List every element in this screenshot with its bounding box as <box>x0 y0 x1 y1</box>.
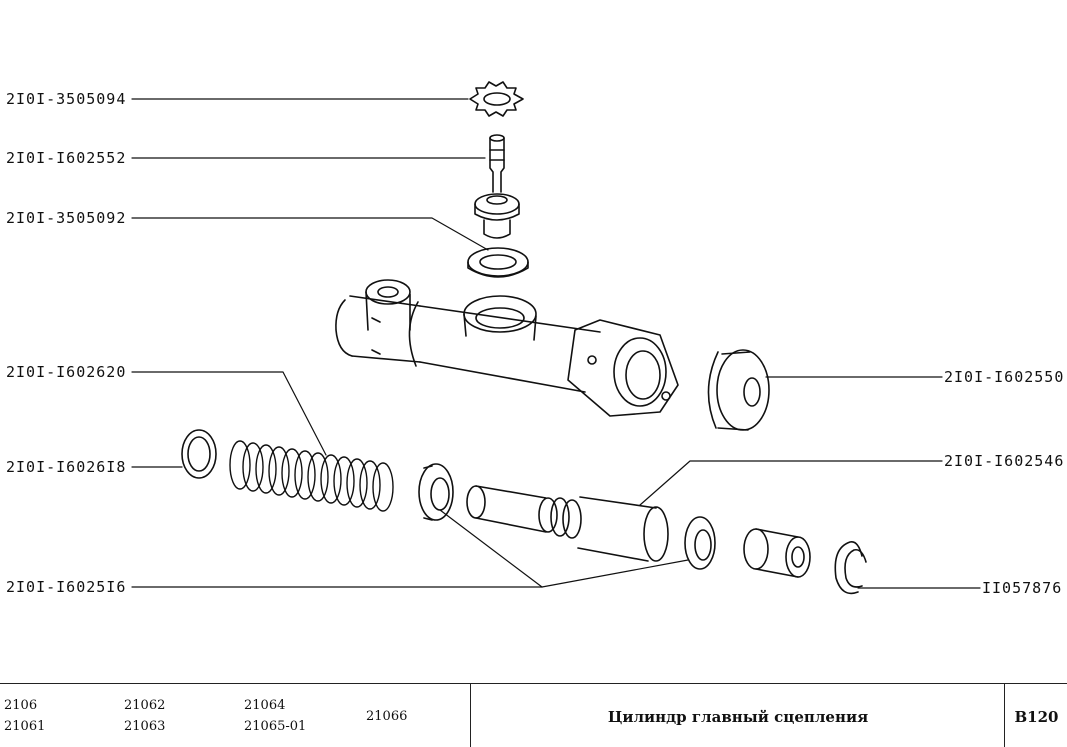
lock-washer-part <box>469 81 524 117</box>
divider <box>1004 684 1005 747</box>
cup-seal-2-part <box>684 516 716 570</box>
part-number-cup-seal: 2I0I-I6025I6 <box>6 578 127 596</box>
dust-cap-part <box>707 349 770 431</box>
model-21061: 21061 <box>4 719 46 734</box>
model-21066: 21066 <box>366 709 408 724</box>
part-number-dust-cap: 2I0I-I602550 <box>944 368 1065 386</box>
cylinder-body-part <box>335 279 679 417</box>
model-21065-01: 21065-01 <box>244 719 307 734</box>
sealing-washer-part <box>467 247 529 278</box>
part-number-lock-washer: 2I0I-3505094 <box>6 90 127 108</box>
drawing-title: Цилиндр главный сцепления <box>607 708 869 726</box>
model-21064: 21064 <box>244 698 286 713</box>
part-number-piston: 2I0I-I602546 <box>944 452 1065 470</box>
divider <box>470 684 471 747</box>
bushing-part <box>743 528 811 578</box>
part-number-ring: 2I0I-I6026I8 <box>6 458 127 476</box>
model-21062: 21062 <box>124 698 166 713</box>
ring-part <box>181 429 217 479</box>
part-number-hose-fitting: 2I0I-I602552 <box>6 149 127 167</box>
part-number-circlip: II057876 <box>982 579 1063 597</box>
hose-fitting-part <box>474 134 520 239</box>
circlip-part <box>834 540 867 595</box>
piston-part <box>466 485 669 562</box>
cup-seal-part <box>418 463 454 521</box>
model-21063: 21063 <box>124 719 166 734</box>
spring-part <box>229 440 394 512</box>
model-2106: 2106 <box>4 698 38 713</box>
leader-lines <box>131 98 981 589</box>
sheet-number: B120 <box>1014 708 1059 726</box>
part-number-sealing-washer: 2I0I-3505092 <box>6 209 127 227</box>
title-block: 2106 21061 21062 21063 21064 21065-01 21… <box>0 683 1067 747</box>
part-number-spring: 2I0I-I602620 <box>6 363 127 381</box>
exploded-diagram <box>131 81 981 595</box>
